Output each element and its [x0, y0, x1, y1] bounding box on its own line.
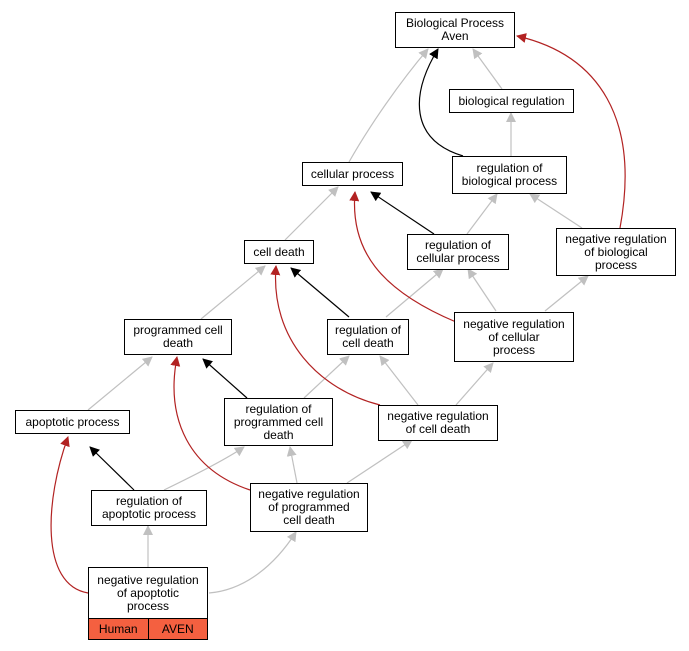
node-label: apoptotic process — [25, 414, 120, 429]
edge-negreg-nrpcd-pcd — [170, 356, 251, 491]
node-label: negative regulation of cell death — [387, 409, 489, 436]
node-label: cellular process — [310, 166, 395, 181]
node-apoptotic-process[interactable]: apoptotic process — [15, 410, 130, 434]
edge-reg-rbp-bp — [418, 48, 464, 157]
node-label: Biological Process Aven — [405, 16, 505, 43]
edge-isa-cd-cp — [284, 186, 339, 241]
node-label: regulation of biological process — [461, 161, 558, 188]
edge-isa-rcd-rcp — [385, 268, 444, 318]
node-label: negative regulation of cellular process — [463, 316, 565, 357]
edge-isa-nrpcd-rpcd — [286, 446, 298, 484]
node-cellular-process[interactable]: cellular process — [302, 162, 403, 186]
edge-negreg-nrcd-cd — [270, 265, 381, 406]
edge-reg-rcp-cp — [370, 191, 435, 235]
edge-negreg-nrbp-bp — [516, 33, 626, 229]
annotation-row: Human AVEN — [88, 618, 208, 640]
edge-isa-nrcp-nrbp — [544, 275, 589, 312]
organism-cell[interactable]: Human — [89, 619, 148, 639]
edge-negreg-nrap-ap — [50, 436, 89, 594]
node-label: regulation of programmed cell death — [233, 401, 324, 442]
edge-reg-rpcd-pcd — [202, 358, 248, 399]
node-label: programmed cell death — [133, 323, 223, 350]
node-programmed-cell-death[interactable]: programmed cell death — [124, 319, 232, 355]
edge-isa-nrcd-nrcp — [455, 362, 494, 406]
edge-reg-rcd-cd — [290, 267, 350, 318]
edge-isa-pcd-cd — [200, 265, 266, 320]
node-label: regulation of cellular process — [416, 238, 500, 265]
edge-isa-rcp-rbp — [466, 193, 498, 235]
edge-isa-nrap-nrpcd — [208, 531, 297, 594]
edge-isa-cp-bp — [348, 48, 429, 163]
edge-negreg-nrcp-cp — [349, 191, 457, 323]
node-regulation-of-biological-process[interactable]: regulation of biological process — [452, 156, 567, 194]
node-negative-regulation-of-cellular-process[interactable]: negative regulation of cellular process — [454, 312, 574, 362]
node-biological-regulation[interactable]: biological regulation — [449, 89, 574, 113]
node-label: regulation of apoptotic process — [101, 494, 197, 521]
node-label: negative regulation of programmed cell d… — [258, 487, 360, 527]
node-label: negative regulation of biological proces… — [565, 231, 667, 272]
edge-isa-rpcd-rcd — [303, 355, 350, 399]
node-label: cell death — [253, 244, 305, 259]
node-biological-process[interactable]: Biological Process Aven — [395, 12, 515, 48]
edge-isa-nrbp-rbp — [529, 193, 583, 229]
edge-isa-ap-pcd — [87, 356, 153, 411]
node-label: regulation of cell death — [334, 323, 402, 350]
edge-isa-br-bp — [472, 48, 503, 90]
node-regulation-of-apoptotic-process[interactable]: regulation of apoptotic process — [91, 490, 207, 526]
edge-isa-nrpcd-nrcd — [346, 439, 413, 484]
edge-isa-rap-rpcd — [163, 446, 245, 491]
node-negative-regulation-of-apoptotic-process[interactable]: negative regulation of apoptotic process — [88, 567, 208, 619]
edge-isa-nrcp-rcp — [467, 268, 497, 312]
edge-reg-rap-ap — [89, 446, 135, 491]
node-label: negative regulation of apoptotic process — [97, 572, 199, 613]
node-negative-regulation-of-cell-death[interactable]: negative regulation of cell death — [378, 405, 498, 441]
node-negative-regulation-of-biological-process[interactable]: negative regulation of biological proces… — [556, 228, 676, 276]
gene-cell[interactable]: AVEN — [147, 619, 207, 639]
node-regulation-of-cell-death[interactable]: regulation of cell death — [327, 319, 409, 355]
node-cell-death[interactable]: cell death — [244, 240, 314, 264]
node-regulation-of-programmed-cell-death[interactable]: regulation of programmed cell death — [224, 398, 333, 446]
edge-isa-nrcd-rcd — [379, 355, 419, 406]
node-regulation-of-cellular-process[interactable]: regulation of cellular process — [407, 234, 509, 270]
node-negative-regulation-of-programmed-cell-death[interactable]: negative regulation of programmed cell d… — [250, 483, 368, 532]
node-label: biological regulation — [458, 93, 565, 108]
